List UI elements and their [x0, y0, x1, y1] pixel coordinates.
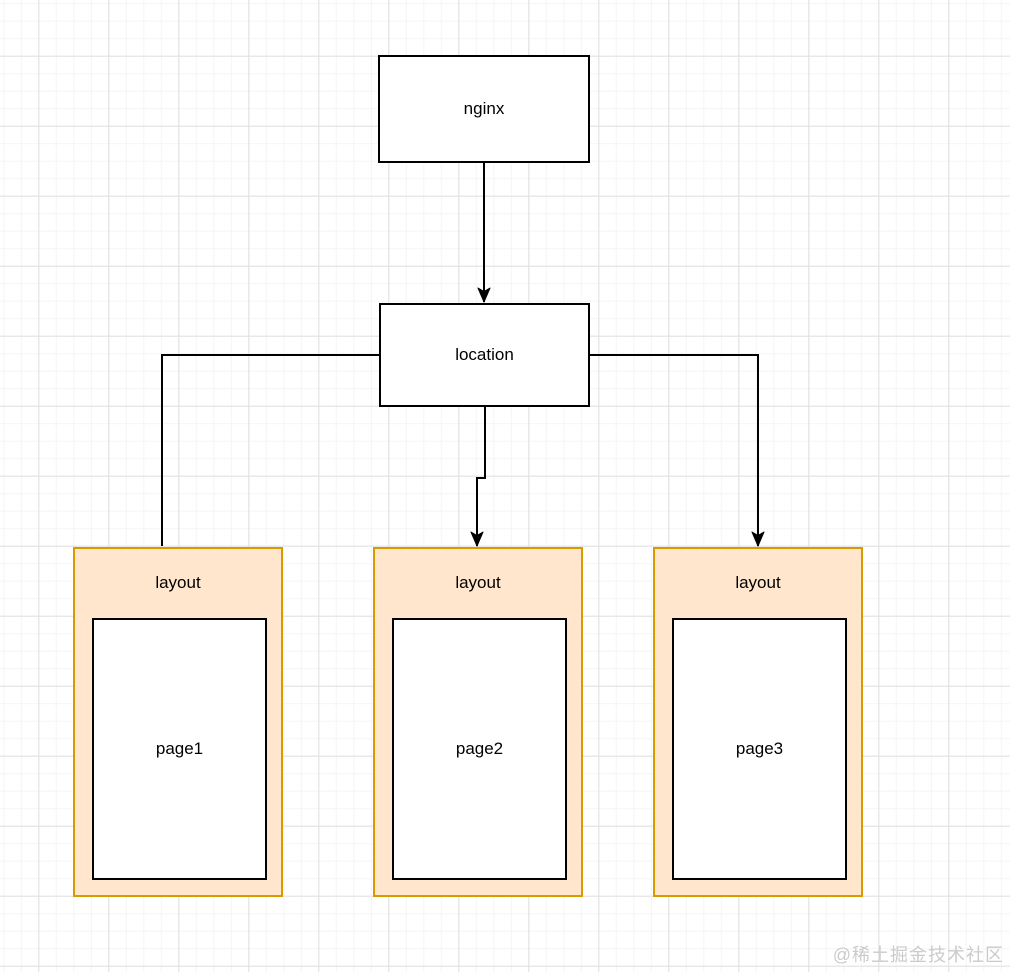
node-location-label: location: [455, 345, 514, 364]
container-layout-2-label: layout: [455, 573, 501, 592]
node-page2: page2: [392, 618, 567, 880]
container-layout-1: layout page1: [73, 547, 283, 897]
node-page3-label: page3: [735, 739, 784, 758]
container-layout-1-label: layout: [155, 573, 201, 592]
node-location: location: [379, 303, 590, 407]
node-nginx-label: nginx: [463, 99, 505, 118]
node-page3: page3: [672, 618, 847, 880]
node-page1: page1: [92, 618, 267, 880]
node-page1-label: page1: [155, 739, 204, 758]
edge-location-to-layout2: [470, 407, 486, 547]
container-layout-3-label: layout: [735, 573, 781, 592]
node-page2-label: page2: [455, 739, 504, 758]
edge-location-to-layout3: [590, 354, 765, 547]
container-layout-2: layout page2: [373, 547, 583, 897]
edge-location-to-layout1: [161, 354, 379, 546]
container-layout-3: layout page3: [653, 547, 863, 897]
juejin-watermark: @稀土掘金技术社区: [832, 945, 1004, 965]
node-nginx: nginx: [378, 55, 590, 163]
